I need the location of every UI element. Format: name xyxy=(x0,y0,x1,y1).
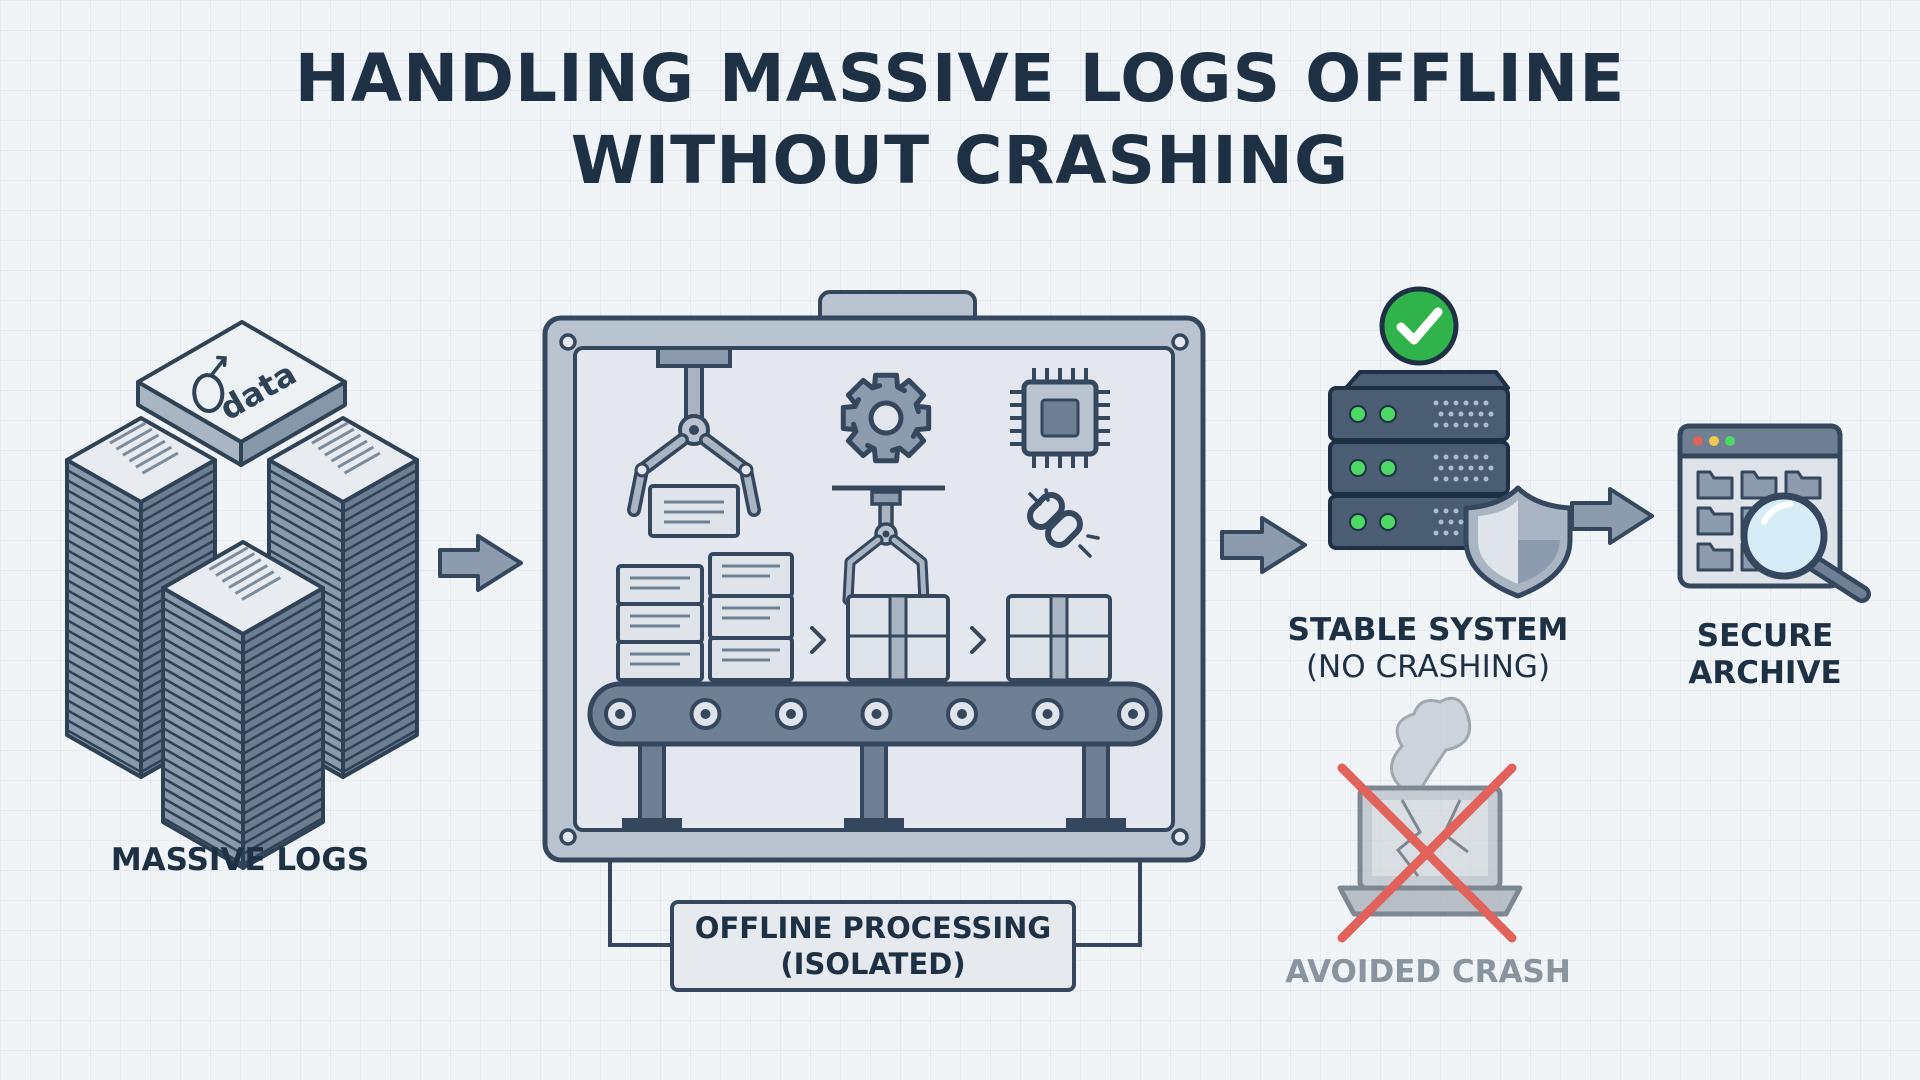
offline-processing-label: OFFLINE PROCESSING (ISOLATED) xyxy=(670,900,1076,992)
chevron-right-icon xyxy=(810,626,826,654)
package-box-icon xyxy=(846,594,950,682)
document-stack-icon xyxy=(65,416,419,870)
robotic-claw-icon xyxy=(832,485,945,606)
microchip-icon xyxy=(1010,368,1110,468)
check-circle-icon xyxy=(1379,286,1459,366)
offline-processing-line-1: OFFLINE PROCESSING xyxy=(694,911,1052,945)
arrow-right-icon xyxy=(1220,516,1307,574)
secure-archive-label: SECURE ARCHIVE xyxy=(1640,618,1890,692)
chevron-right-icon xyxy=(970,626,986,654)
stable-system-line-2: (NO CRASHING) xyxy=(1305,649,1551,685)
red-x-icon xyxy=(1337,763,1517,943)
massive-logs-label: MASSIVE LOGS xyxy=(110,842,370,878)
avoided-crash-label: AVOIDED CRASH xyxy=(1285,954,1571,990)
broken-link-icon xyxy=(1027,488,1100,558)
stable-system-label: STABLE SYSTEM (NO CRASHING) xyxy=(1258,612,1598,686)
secure-archive-line-2: ARCHIVE xyxy=(1688,655,1842,691)
conveyor-belt-icon xyxy=(587,681,1163,832)
package-box-icon xyxy=(1006,594,1112,682)
data-tile: data xyxy=(136,320,347,467)
document-stack-icon xyxy=(616,552,794,682)
arrow-right-icon xyxy=(438,534,523,592)
title-line-1: HANDLING MASSIVE LOGS OFFLINE xyxy=(294,40,1626,117)
page-title: HANDLING MASSIVE LOGS OFFLINE WITHOUT CR… xyxy=(0,38,1920,202)
stable-system-line-1: STABLE SYSTEM xyxy=(1287,612,1569,648)
broken-laptop-icon xyxy=(1337,696,1523,917)
shield-icon xyxy=(1463,485,1573,599)
server-rack-icon xyxy=(1328,370,1510,550)
offline-processing-line-2: (ISOLATED) xyxy=(780,947,966,981)
gear-icon xyxy=(840,372,932,464)
secure-archive-line-1: SECURE xyxy=(1696,618,1834,654)
robotic-claw-icon xyxy=(627,346,761,538)
arrow-right-icon xyxy=(1570,487,1654,545)
magnifier-icon xyxy=(1740,492,1871,603)
title-line-2: WITHOUT CRASHING xyxy=(570,122,1350,199)
